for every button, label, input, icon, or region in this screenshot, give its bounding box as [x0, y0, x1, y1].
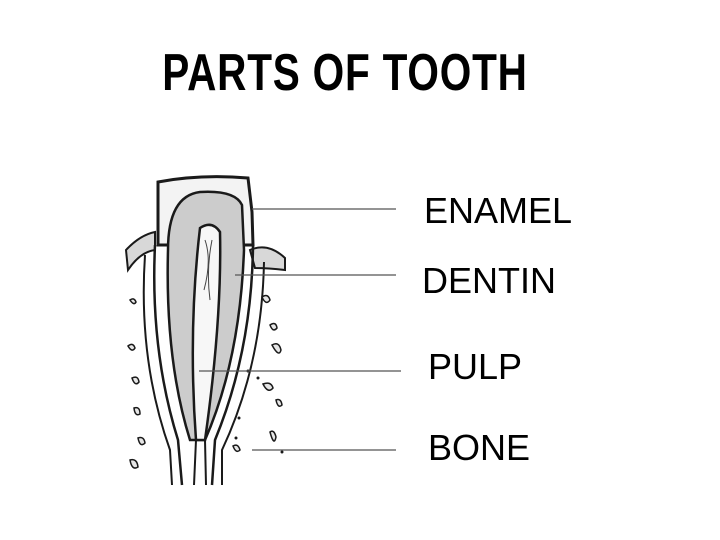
- tooth-cross-section-illustration: [124, 175, 401, 486]
- label-dentin: DENTIN: [422, 260, 556, 301]
- label-bone: BONE: [428, 427, 531, 468]
- gum-right: [248, 246, 286, 272]
- gum-left: [124, 230, 156, 273]
- label-enamel: ENAMEL: [424, 190, 573, 231]
- label-pulp: PULP: [428, 346, 523, 387]
- diagram-title: PARTS OF TOOTH: [162, 44, 528, 102]
